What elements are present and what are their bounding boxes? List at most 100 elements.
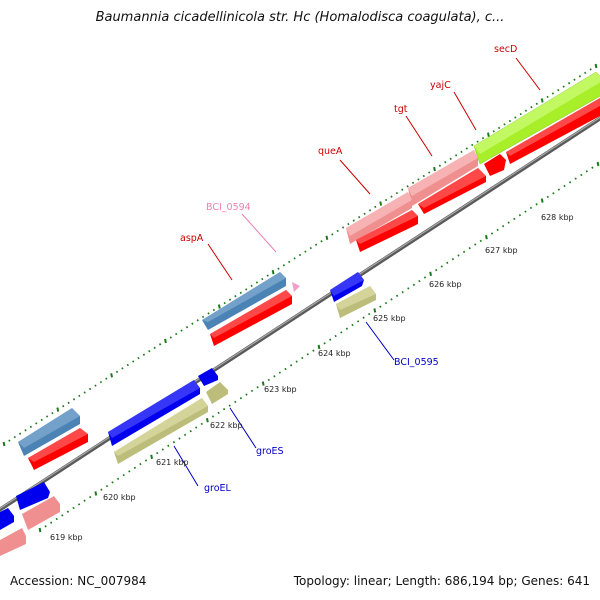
gene-label-aspA: aspA [180, 233, 204, 244]
minor-tick [148, 350, 151, 353]
minor-tick [111, 481, 114, 484]
minor-tick [29, 425, 33, 428]
minor-tick [573, 78, 576, 81]
gene-label-BCI_0595: BCI_0595 [394, 357, 439, 368]
major-tick [271, 270, 275, 275]
minor-tick [178, 437, 181, 440]
gene-BCI_0595-khaki [336, 286, 376, 318]
minor-tick [390, 298, 393, 301]
minor-tick [137, 356, 140, 360]
minor-tick [451, 258, 455, 261]
minor-tick [557, 88, 560, 92]
minor-tick [390, 195, 393, 198]
minor-tick [250, 284, 253, 288]
minor-tick [363, 212, 366, 215]
minor-tick [44, 525, 47, 528]
minor-tick [323, 342, 326, 345]
minor-tick [277, 267, 280, 270]
minor-tick [508, 119, 512, 123]
major-tick [596, 161, 600, 167]
gene-secD-upper [473, 71, 600, 165]
gene-groES-blue [198, 368, 218, 386]
minor-tick [161, 448, 164, 451]
major-tick [217, 304, 221, 309]
minor-tick [352, 219, 355, 222]
minor-tick [133, 466, 137, 469]
minor-tick [105, 377, 108, 380]
minor-tick [591, 166, 594, 169]
gene-left-red [28, 428, 88, 470]
minor-tick [223, 301, 226, 305]
minor-tick [72, 398, 76, 401]
minor-tick [250, 389, 254, 393]
minor-tick [55, 517, 58, 521]
scale-label: 626 kbp [429, 280, 462, 289]
minor-tick [476, 140, 479, 143]
minor-tick [228, 404, 231, 407]
minor-tick [471, 143, 474, 147]
minor-tick [196, 319, 199, 322]
minor-tick [180, 329, 183, 332]
gene-left-steelblue-upper [18, 408, 80, 456]
minor-tick [329, 338, 332, 341]
minor-tick [234, 400, 237, 404]
minor-tick [422, 174, 425, 178]
major-tick [373, 308, 377, 313]
minor-tick [479, 239, 482, 243]
minor-tick [519, 112, 522, 116]
major-tick [379, 201, 383, 206]
gene-tgt-upper [408, 150, 478, 206]
sequence-backbone [0, 116, 600, 512]
major-tick [317, 344, 321, 350]
minor-tick [175, 332, 178, 336]
minor-tick [35, 422, 38, 425]
minor-tick [66, 510, 70, 513]
minor-tick [574, 177, 577, 180]
minor-tick [395, 294, 399, 297]
minor-tick [167, 444, 170, 447]
minor-tick [239, 291, 242, 294]
minor-tick [72, 506, 75, 510]
minor-tick [298, 253, 302, 257]
scale-label: 628 kbp [541, 213, 574, 222]
minor-tick [417, 178, 420, 181]
minor-tick [345, 327, 349, 330]
minor-tick [347, 222, 350, 226]
minor-tick [497, 126, 501, 130]
minor-tick [492, 130, 495, 133]
minor-tick [156, 451, 159, 455]
minor-tick [195, 426, 198, 429]
upper-tick-track [2, 63, 598, 447]
minor-tick [289, 364, 293, 367]
minor-tick [83, 391, 86, 394]
minor-tick [530, 106, 533, 109]
minor-tick [201, 315, 205, 319]
minor-tick [585, 170, 588, 173]
minor-tick [336, 229, 339, 233]
minor-tick [128, 470, 131, 473]
minor-tick [444, 161, 447, 164]
minor-tick [100, 488, 103, 491]
gene-labels: secD yajC tgt queA BCI_0594 aspA BCI_059… [180, 44, 517, 494]
minor-tick [551, 92, 555, 95]
minor-tick [67, 401, 70, 404]
minor-tick [83, 499, 86, 502]
minor-tick [62, 405, 65, 408]
scale-label: 624 kbp [318, 349, 351, 358]
minor-tick [266, 274, 269, 277]
minor-tick [440, 265, 443, 268]
major-tick [38, 527, 42, 533]
minor-tick [557, 188, 561, 191]
minor-tick [496, 228, 499, 232]
minor-tick [358, 216, 361, 219]
minor-tick [211, 415, 215, 418]
minor-tick [356, 320, 360, 323]
minor-tick [401, 188, 404, 191]
major-tick [594, 63, 598, 69]
minor-tick [481, 137, 485, 140]
gene-BCI_0594-upper [292, 282, 300, 292]
minor-tick [407, 287, 410, 290]
minor-tick [278, 371, 282, 374]
minor-tick [122, 473, 125, 477]
